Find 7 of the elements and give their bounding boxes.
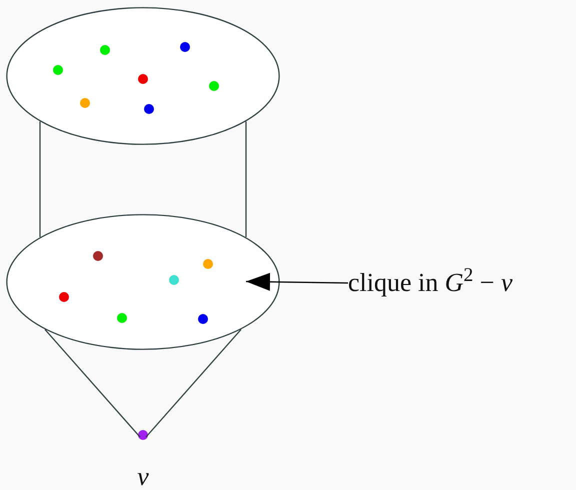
annotation-text: clique in G$^{2}$ − v	[348, 264, 513, 299]
connector-line	[245, 122, 247, 238]
connector-line	[146, 329, 242, 438]
connector-line	[44, 329, 140, 438]
vertex-label: v	[136, 462, 150, 490]
connector-line	[39, 122, 41, 238]
arrow	[246, 272, 348, 291]
